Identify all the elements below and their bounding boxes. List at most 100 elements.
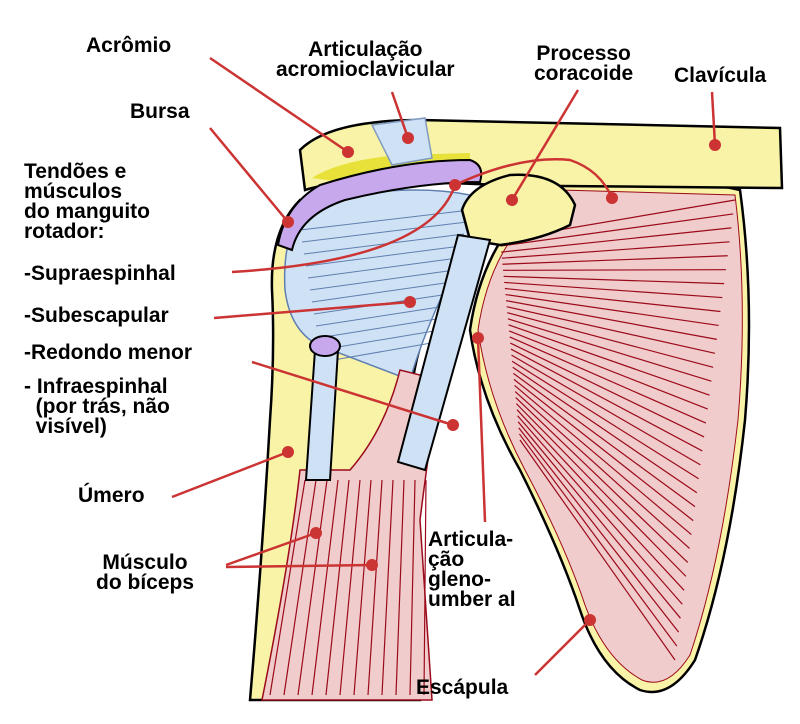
dot-biceps-2 bbox=[366, 559, 378, 571]
dot-clavicula bbox=[709, 139, 721, 151]
fiber-line bbox=[395, 479, 405, 696]
fiber-line bbox=[514, 384, 692, 536]
fiber-line bbox=[504, 281, 723, 299]
fiber-line bbox=[325, 479, 350, 696]
fiber-line bbox=[299, 209, 471, 231]
fiber-line bbox=[269, 479, 306, 696]
fiber-line bbox=[502, 255, 728, 265]
leader-bursa bbox=[209, 127, 289, 223]
fiber-line bbox=[512, 366, 698, 494]
fiber-line bbox=[504, 287, 721, 313]
fiber-line bbox=[515, 403, 687, 577]
label-clavicula: Clavícula bbox=[674, 64, 767, 87]
leader-coracoide bbox=[510, 89, 580, 201]
bursa bbox=[276, 158, 483, 252]
fiber-line bbox=[301, 221, 468, 243]
scapula-fibers bbox=[499, 199, 736, 661]
fiber-line bbox=[353, 479, 372, 696]
fiber-line bbox=[508, 330, 708, 410]
scapula-muscle bbox=[477, 189, 743, 683]
dot-umero bbox=[282, 446, 294, 458]
dot-gleno bbox=[472, 332, 484, 344]
dot-supraespinhal-2 bbox=[606, 192, 618, 204]
biceps-tendon-head bbox=[309, 335, 341, 357]
fiber-line bbox=[409, 479, 416, 696]
leader-gleno bbox=[476, 337, 487, 523]
fiber-line bbox=[519, 439, 676, 661]
dot-bursa bbox=[282, 216, 294, 228]
fiber-line bbox=[501, 241, 730, 259]
leader-redondo bbox=[251, 360, 454, 427]
fiber-line bbox=[317, 317, 444, 339]
fiber-line bbox=[297, 479, 328, 696]
label-escapula: Escápula bbox=[416, 676, 509, 699]
dot-redondo bbox=[447, 419, 459, 431]
ac-joint bbox=[370, 117, 433, 166]
leader-biceps-1 bbox=[225, 531, 317, 567]
fiber-line bbox=[367, 479, 383, 696]
label-glenohumeral: Articula- ção gleno- umber al bbox=[428, 528, 516, 611]
leader-acromio bbox=[209, 56, 349, 154]
dot-ac-joint bbox=[402, 132, 414, 144]
biceps-long-tendon bbox=[396, 233, 492, 472]
fiber-line bbox=[381, 479, 394, 696]
label-biceps: Músculo do bíceps bbox=[96, 551, 195, 594]
fiber-line bbox=[510, 348, 703, 452]
label-rotator-cuff: Tendões e músculos do manguito rotador: bbox=[24, 160, 150, 243]
fiber-line bbox=[511, 360, 699, 480]
label-umero: Úmero bbox=[78, 484, 145, 507]
fiber-line bbox=[311, 281, 453, 303]
fiber-line bbox=[321, 341, 438, 363]
fiber-line bbox=[311, 479, 339, 696]
fiber-line bbox=[509, 336, 707, 424]
fiber-line bbox=[507, 318, 712, 382]
leader-subescapular bbox=[213, 300, 411, 320]
label-coracoid: Processo coracoide bbox=[534, 42, 634, 85]
coracoid-process bbox=[460, 173, 577, 247]
fiber-line bbox=[517, 421, 681, 619]
fiber-line bbox=[503, 275, 725, 285]
fiber-line bbox=[510, 342, 705, 438]
label-acromio: Acrômio bbox=[86, 34, 172, 57]
dot-escapula bbox=[584, 614, 596, 626]
biceps-fibers bbox=[269, 479, 427, 696]
leader-biceps-2 bbox=[225, 563, 373, 569]
leader-umero bbox=[171, 450, 289, 499]
leader-escapula bbox=[534, 619, 591, 676]
fiber-line bbox=[518, 427, 680, 633]
leader-clavicula bbox=[710, 91, 717, 146]
leader-supraespinhal bbox=[231, 158, 614, 274]
dot-coracoide bbox=[506, 194, 518, 206]
fiber-line bbox=[423, 479, 427, 696]
fiber-line bbox=[508, 324, 710, 396]
label-subescapular: -Subescapular bbox=[24, 304, 169, 327]
fiber-line bbox=[512, 372, 696, 508]
label-supraespinhal: -Supraespinhal bbox=[24, 262, 176, 285]
fiber-line bbox=[309, 269, 456, 291]
fiber-line bbox=[500, 213, 734, 247]
fiber-line bbox=[305, 245, 462, 267]
fiber-line bbox=[315, 305, 447, 327]
label-redondo-menor: -Redondo menor bbox=[24, 341, 192, 364]
fiber-line bbox=[505, 293, 719, 327]
biceps-muscle bbox=[261, 369, 441, 701]
label-infraespinhal: - Infraespinhal (por trás, não visível) bbox=[24, 375, 170, 438]
dot-subescapular bbox=[404, 296, 416, 308]
fiber-line bbox=[283, 479, 317, 696]
label-ac-joint: Articulação acromioclavicular bbox=[276, 38, 455, 81]
fiber-line bbox=[501, 227, 732, 253]
fiber-line bbox=[503, 269, 726, 271]
leader-ac-joint bbox=[390, 91, 410, 139]
fiber-line bbox=[307, 257, 459, 279]
fiber-line bbox=[517, 415, 683, 605]
dot-biceps-1 bbox=[310, 527, 322, 539]
fiber-line bbox=[339, 479, 361, 696]
fiber-line bbox=[515, 397, 689, 563]
fiber-line bbox=[506, 306, 716, 354]
dot-acromio bbox=[342, 146, 354, 158]
fiber-line bbox=[507, 312, 714, 368]
fiber-line bbox=[518, 433, 678, 647]
fiber-line bbox=[513, 378, 694, 522]
fiber-line bbox=[516, 409, 685, 591]
